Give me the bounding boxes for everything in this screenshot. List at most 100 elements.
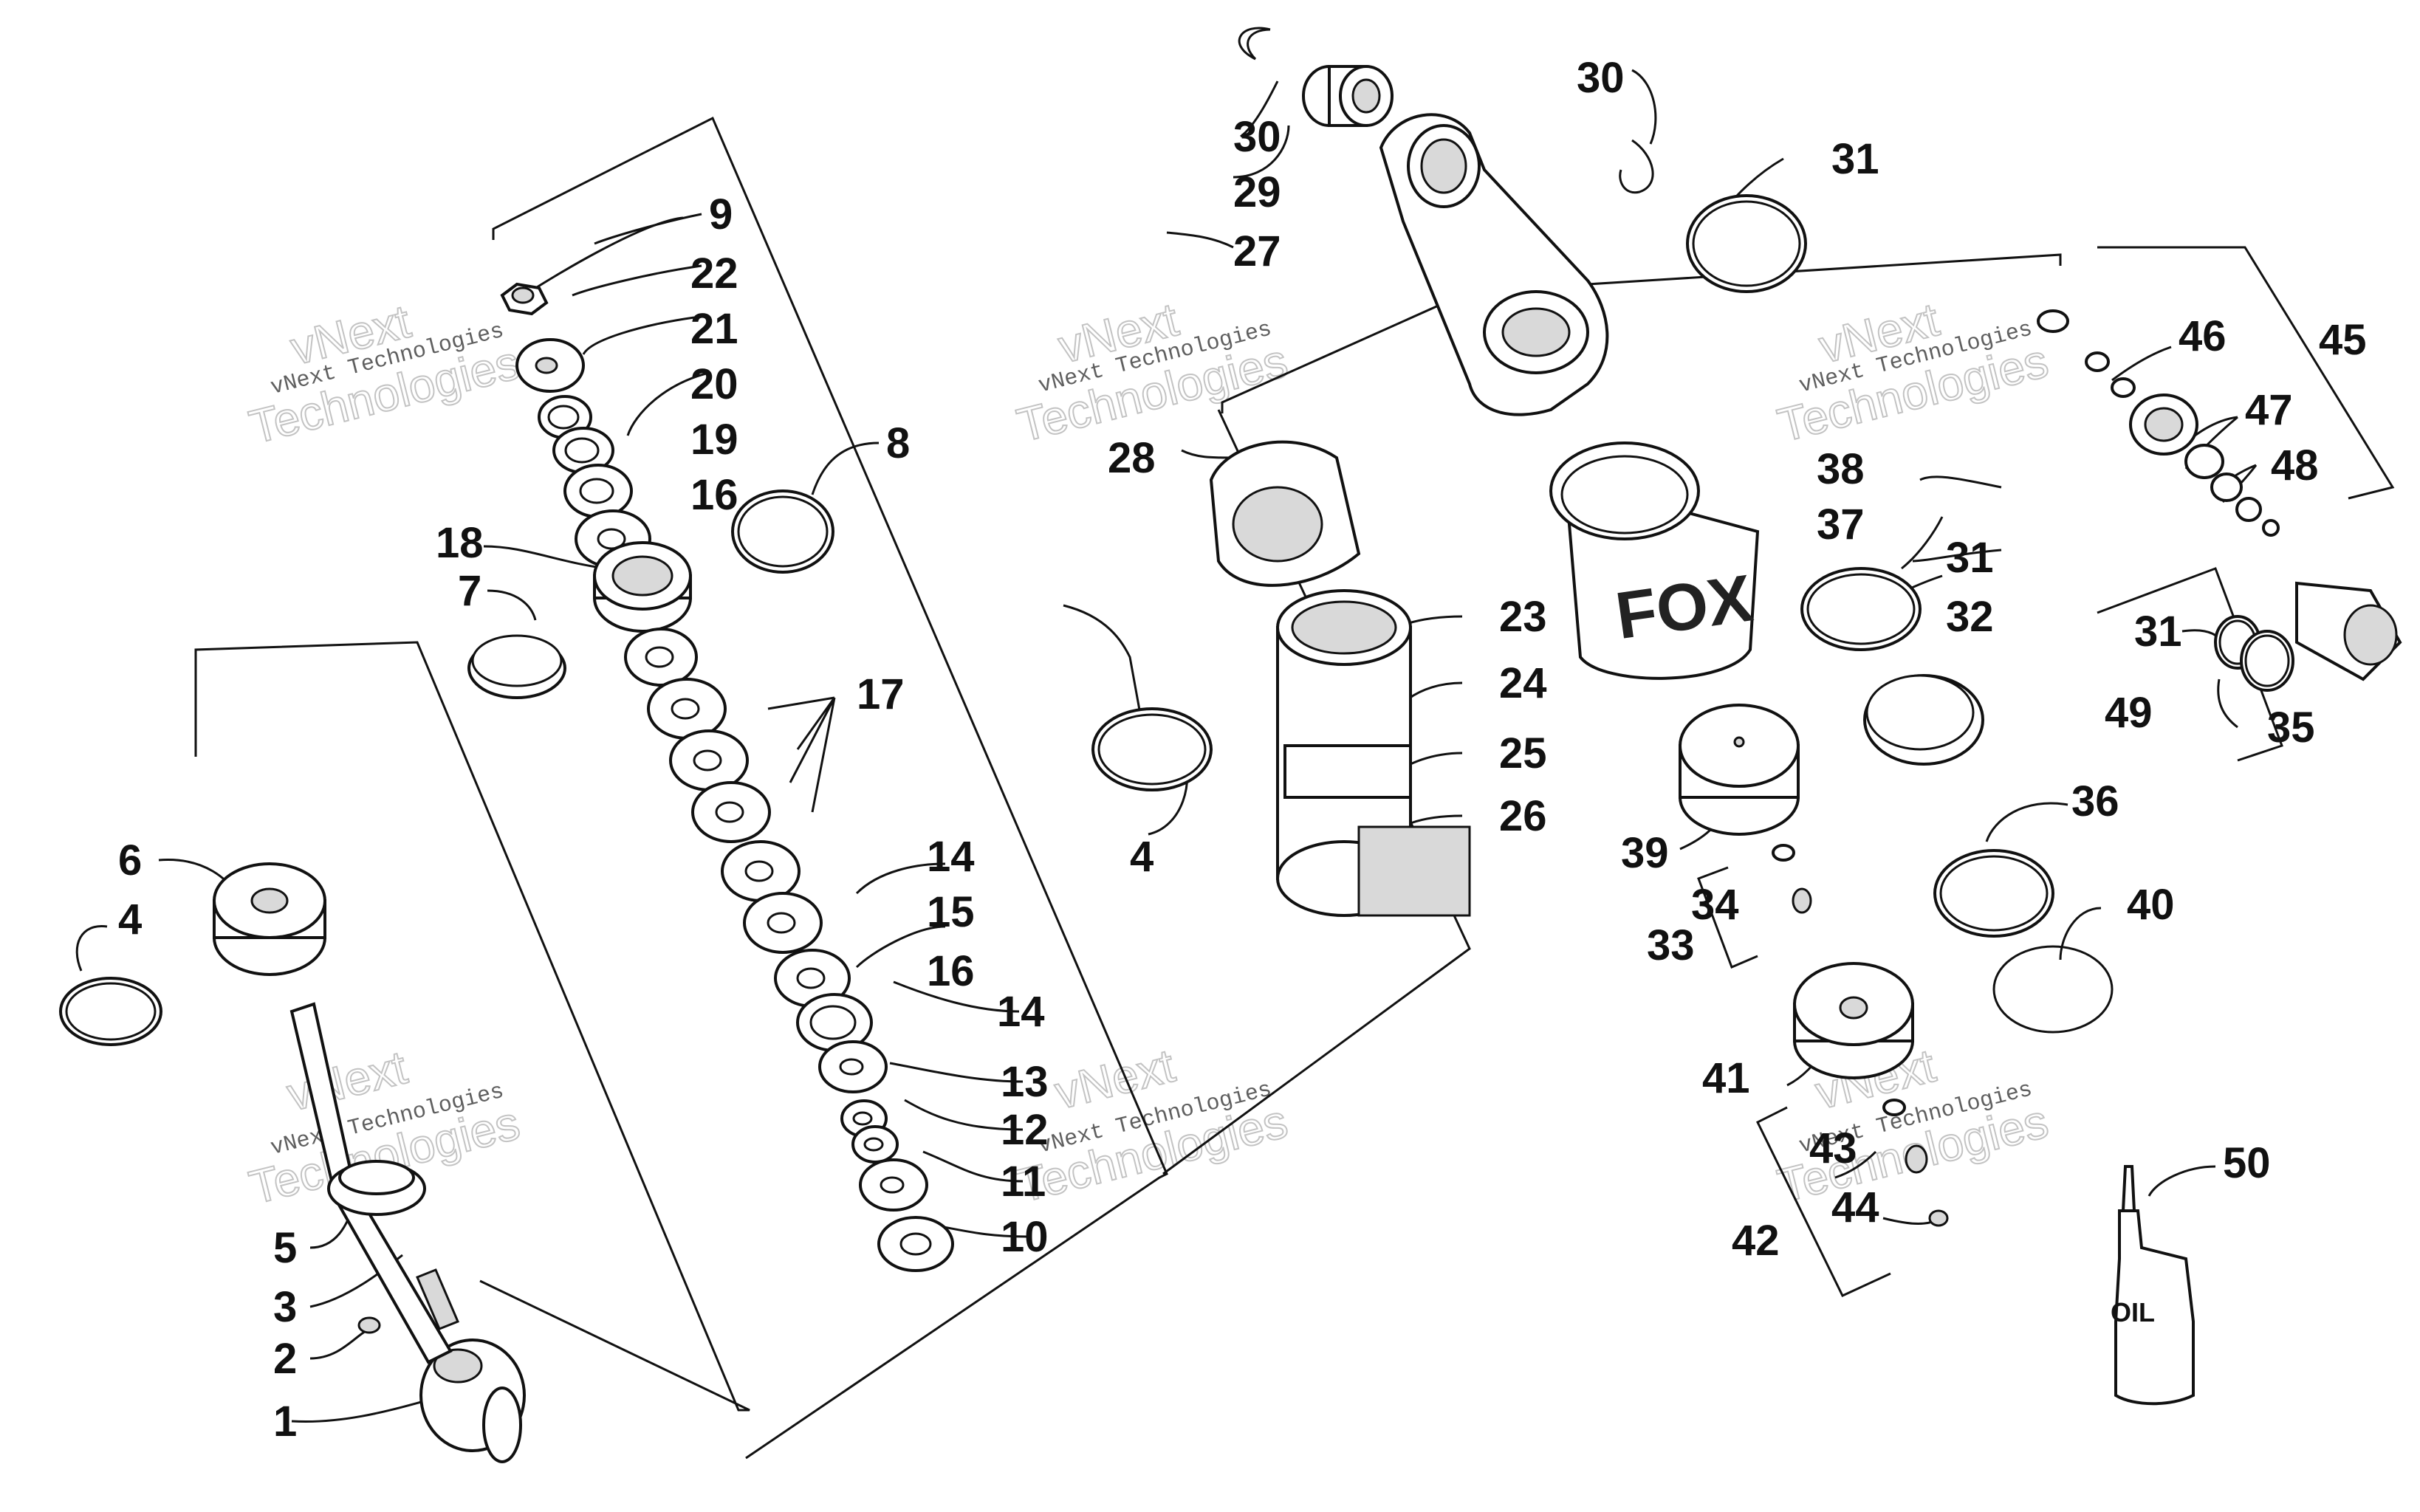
- part-22-washer: [515, 338, 585, 393]
- callout-1: 1: [273, 1398, 297, 1446]
- watermark-1: vNext vNext Technologies Technologies: [244, 294, 526, 455]
- watermark-3: vNext vNext Technologies Technologies: [1772, 292, 2054, 453]
- callout-41: 41: [1702, 1054, 1750, 1102]
- part-39-ifp: [1679, 704, 1800, 836]
- callout-38: 38: [1817, 445, 1865, 493]
- callout-39: 39: [1621, 829, 1669, 877]
- callout-8: 8: [886, 419, 910, 467]
- callout-28: 28: [1108, 434, 1156, 482]
- part-49-adjuster-body: [2295, 581, 2402, 681]
- callout-34: 34: [1691, 881, 1739, 929]
- part-38-reservoir: FOX: [1549, 441, 1760, 680]
- callout-49: 49: [2105, 689, 2153, 737]
- callout-29: 29: [1233, 168, 1281, 216]
- part-6-seal-head: [213, 862, 326, 976]
- part-2-bushing: [357, 1316, 381, 1334]
- callout-17: 17: [857, 670, 905, 718]
- callout-16-a: 16: [690, 471, 738, 519]
- leader-lines: [75, 28, 2258, 1423]
- callouts: 1 2 3 4 5 6 7 8 9 10 11 12 13 14 14 15 1…: [118, 54, 2367, 1446]
- callout-45: 45: [2319, 316, 2367, 364]
- part-23-damper-body: [1276, 589, 1471, 917]
- part-28-bottom-out-cup: [1209, 440, 1361, 587]
- parts: FOX: [59, 27, 2402, 1463]
- part-35-oring: [2240, 630, 2294, 692]
- watermark-2: vNext vNext Technologies Technologies: [1011, 292, 1293, 453]
- part-40-ring: [1992, 945, 2114, 1034]
- part-41-end-cap: [1793, 962, 1914, 1079]
- part-34-valve: [1772, 844, 1812, 914]
- callout-5: 5: [273, 1224, 297, 1272]
- bracket-33: [1697, 866, 1758, 969]
- part-19-washer: [563, 464, 633, 518]
- callout-14-b: 14: [997, 988, 1045, 1036]
- callout-19: 19: [690, 416, 738, 464]
- callout-18: 18: [436, 519, 484, 567]
- callout-47: 47: [2245, 386, 2293, 434]
- part-7-piston-ring: [467, 634, 566, 699]
- part-12-shim: [851, 1125, 899, 1164]
- part-11-shim: [859, 1158, 928, 1212]
- callout-12: 12: [1001, 1106, 1049, 1154]
- callout-20: 20: [690, 360, 738, 408]
- callout-32: 32: [1946, 593, 1994, 641]
- bracket-damper-body: [1162, 409, 1471, 1175]
- part-1-eyelet: [419, 1339, 526, 1463]
- callout-46: 46: [2179, 312, 2227, 360]
- callout-48: 48: [2271, 441, 2319, 489]
- callout-50: 50: [2223, 1139, 2271, 1187]
- part-29-bearing: [1302, 65, 1394, 127]
- callout-21: 21: [690, 305, 738, 353]
- part-4-oring-center: [1091, 707, 1213, 791]
- callout-37: 37: [1817, 501, 1865, 549]
- callout-40: 40: [2127, 881, 2175, 929]
- callout-43: 43: [1809, 1124, 1857, 1172]
- callout-35: 35: [2267, 704, 2315, 752]
- callout-7: 7: [458, 567, 481, 615]
- part-4-oring-left: [59, 977, 162, 1046]
- callout-27: 27: [1233, 227, 1281, 275]
- callout-11: 11: [1001, 1158, 1046, 1206]
- callout-22: 22: [690, 250, 738, 298]
- part-17-shim-stack: [624, 628, 851, 1008]
- callout-42: 42: [1732, 1217, 1780, 1265]
- callout-31-c: 31: [2134, 608, 2182, 656]
- callout-31-a: 31: [1831, 135, 1879, 183]
- part-31-oring-mid: [1800, 567, 1922, 651]
- callout-36: 36: [2071, 777, 2119, 825]
- bracket-42: [1755, 1106, 1891, 1297]
- callout-16-b: 16: [927, 947, 975, 995]
- callout-24: 24: [1499, 659, 1547, 707]
- part-45-adjuster: [2037, 309, 2280, 537]
- callout-10: 10: [1001, 1213, 1049, 1261]
- part-50-oil-bottle: OIL: [2111, 1165, 2195, 1406]
- part-9-nut: [500, 282, 549, 316]
- part-15-shim: [796, 993, 873, 1052]
- callout-3: 3: [273, 1283, 297, 1331]
- part-30-clip-left: [1238, 27, 1271, 61]
- part-36-oring: [1933, 849, 2054, 938]
- part-43-valve-core: [1882, 1099, 1928, 1174]
- part-27-body: [1379, 113, 1609, 416]
- bracket-piston-stack: [492, 116, 1168, 1460]
- part-10-washer: [877, 1216, 954, 1272]
- bracket-45: [2097, 246, 2395, 500]
- part-5-bumper: [327, 1160, 426, 1216]
- callout-23: 23: [1499, 593, 1547, 641]
- callout-15: 15: [927, 888, 975, 936]
- bracket-shaft-assembly: [194, 641, 750, 1412]
- callout-4-left: 4: [118, 896, 142, 944]
- part-32-band: [1863, 674, 1984, 766]
- part-20-washer: [552, 427, 614, 474]
- callout-30-a: 30: [1233, 113, 1281, 161]
- callout-14-a: 14: [927, 833, 975, 881]
- oil-bottle-label: OIL: [2111, 1297, 2155, 1327]
- callout-26: 26: [1499, 792, 1547, 840]
- callout-25: 25: [1499, 729, 1547, 777]
- callout-13: 13: [1001, 1058, 1049, 1106]
- callout-9: 9: [709, 190, 733, 238]
- callout-30-b: 30: [1577, 54, 1625, 102]
- callout-44: 44: [1831, 1183, 1879, 1231]
- part-14-shim: [818, 1040, 888, 1093]
- callout-6: 6: [118, 836, 142, 884]
